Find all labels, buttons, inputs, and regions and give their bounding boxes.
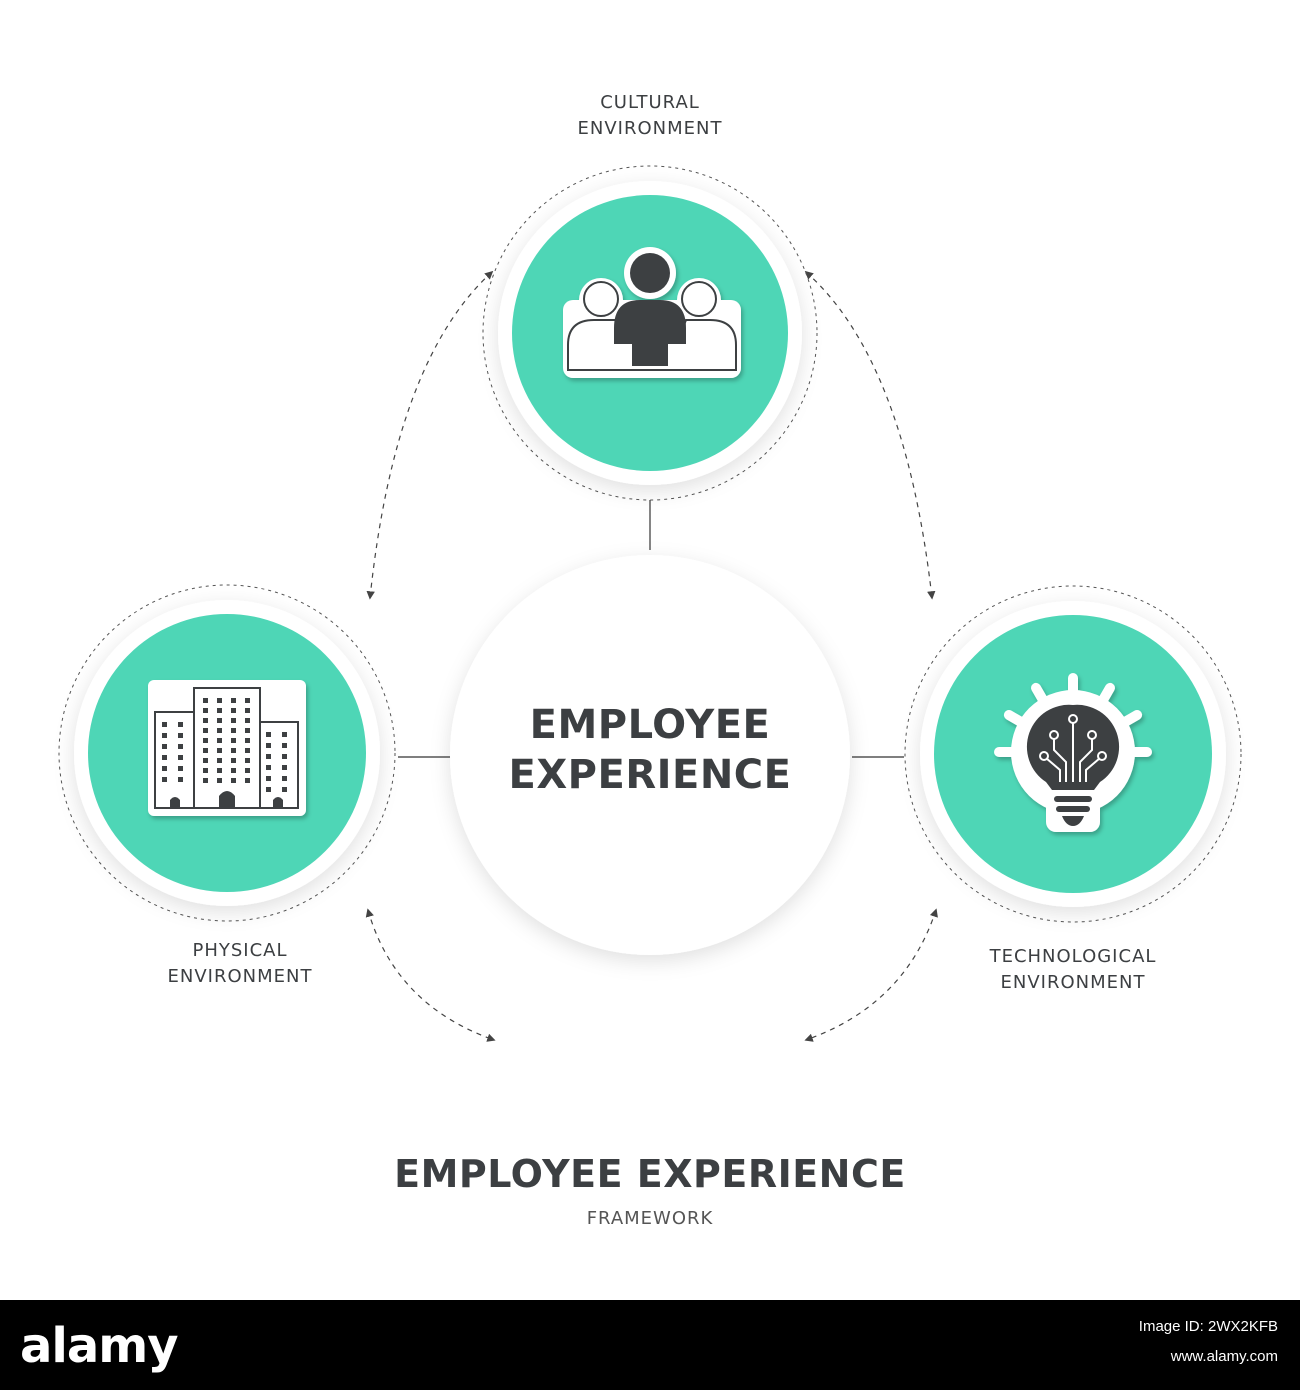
label-technological: TECHNOLOGICAL ENVIRONMENT <box>943 944 1203 996</box>
lightbulb-circuit-icon <box>994 673 1152 832</box>
center-title-line2: EXPERIENCE <box>508 752 792 798</box>
arrow-top-left <box>366 270 494 600</box>
node-physical-dashed-ring <box>58 584 396 922</box>
label-physical: PHYSICAL ENVIRONMENT <box>110 938 370 990</box>
label-cultural-line1: CULTURAL <box>600 92 700 113</box>
arrow-bottom-left <box>365 908 496 1042</box>
label-technological-line2: ENVIRONMENT <box>1000 972 1146 993</box>
node-cultural <box>482 165 818 501</box>
center-circle <box>450 555 850 955</box>
watermark-bar: alamy Image ID: 2WX2KFB www.alamy.com <box>0 1300 1300 1390</box>
arrow-bottom-right <box>804 908 938 1042</box>
label-cultural-line2: ENVIRONMENT <box>577 118 723 139</box>
label-physical-line1: PHYSICAL <box>192 940 288 961</box>
watermark-brand: alamy <box>20 1318 179 1374</box>
node-physical <box>58 584 396 922</box>
footer-title: EMPLOYEE EXPERIENCE <box>394 1152 906 1196</box>
arrow-top-right <box>804 270 936 600</box>
node-technological <box>904 585 1242 923</box>
label-physical-line2: ENVIRONMENT <box>167 966 313 987</box>
framework-diagram <box>58 165 1242 1042</box>
center-title: EMPLOYEE EXPERIENCE <box>450 700 850 800</box>
node-technological-dashed-ring <box>904 585 1242 923</box>
center-title-line1: EMPLOYEE <box>529 702 771 748</box>
office-building-icon <box>148 680 306 816</box>
watermark-site: www.alamy.com <box>1170 1348 1278 1365</box>
label-cultural: CULTURAL ENVIRONMENT <box>525 90 775 142</box>
label-technological-line1: TECHNOLOGICAL <box>989 946 1157 967</box>
footer-subtitle: FRAMEWORK <box>586 1208 714 1229</box>
people-group-icon <box>563 247 741 378</box>
node-cultural-dashed-ring <box>482 165 818 501</box>
watermark-image-id: Image ID: 2WX2KFB <box>1138 1318 1278 1335</box>
